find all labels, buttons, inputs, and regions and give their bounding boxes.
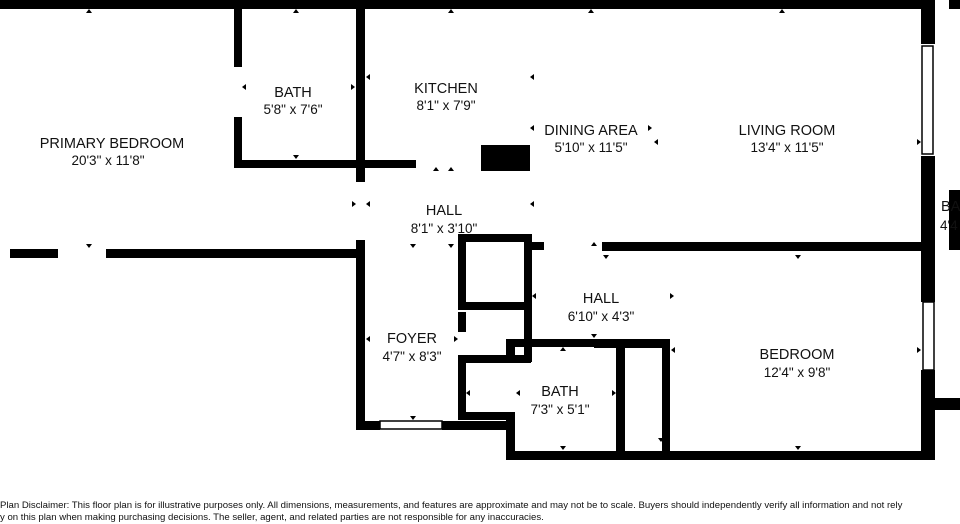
- room-dims-bath-lower: 7'3" x 5'1": [530, 402, 589, 417]
- wall-primary-bedroom-bottom-a: [10, 249, 58, 258]
- room-name-bath-lower: BATH: [541, 384, 579, 400]
- room-dims-hall-upper: 8'1" x 3'10": [411, 221, 478, 236]
- wall-primary-bedroom-bottom-b: [106, 249, 364, 258]
- wall-closet-left: [458, 234, 466, 302]
- room-dims-kitchen: 8'1" x 7'9": [416, 98, 475, 113]
- wall-bath-lower-left: [458, 355, 466, 420]
- wall-bath-top-left-lower: [234, 117, 242, 168]
- room-name-bath-top: BATH: [274, 85, 312, 101]
- wall-bath-lower-top-a: [506, 339, 601, 347]
- wall-bath-lower-top-b: [594, 339, 670, 348]
- room-dims-bath-top: 5'8" x 7'6": [263, 102, 322, 117]
- wall-bath-lower-jog: [506, 339, 515, 360]
- room-name-hall-lower: HALL: [583, 291, 619, 307]
- wall-bath-right-stub: [935, 398, 960, 410]
- window-right-upper: [921, 45, 934, 155]
- wall-bath-lower-connector: [466, 412, 515, 420]
- wall-right-bath-exterior: [949, 190, 960, 250]
- disclaimer-line-1: Plan Disclaimer: This floor plan is for …: [0, 500, 903, 511]
- wall-top: [0, 0, 935, 9]
- wall-foyer-bottom-a: [356, 421, 380, 430]
- room-dims-bath-right: 4'4: [940, 218, 958, 233]
- wall-hall-top-stub: [531, 242, 544, 250]
- window-bedroom: [922, 301, 935, 371]
- room-name-primary-bedroom: PRIMARY BEDROOM: [40, 136, 185, 152]
- room-name-dining-area: DINING AREA: [544, 123, 638, 139]
- room-dims-hall-lower: 6'10" x 4'3": [568, 309, 635, 324]
- room-name-kitchen: KITCHEN: [414, 81, 478, 97]
- room-dims-living-room: 13'4" x 11'5": [750, 140, 823, 155]
- room-dims-primary-bedroom: 20'3" x 11'8": [71, 153, 144, 168]
- room-name-bath-right: BA: [941, 199, 960, 215]
- wall-bath-lower-right: [616, 339, 625, 451]
- door-primary-bedroom: [356, 184, 365, 238]
- dimension-ticks: [86, 9, 921, 450]
- wall-closet-right: [524, 234, 532, 362]
- wall-bath-lower-left2: [506, 420, 515, 460]
- wall-foyer-left: [356, 240, 365, 430]
- wall-closet2-left: [458, 312, 466, 332]
- wall-foyer-bottom-b: [442, 421, 510, 430]
- wall-bath-top-right: [356, 9, 365, 160]
- room-dims-dining-area: 5'10" x 11'5": [554, 140, 627, 155]
- wall-closet3-right: [662, 339, 670, 451]
- wall-closet-top: [458, 234, 531, 242]
- door-hall-lower: [545, 242, 600, 249]
- wall-bottom-exterior: [506, 451, 935, 460]
- door-closet-2: [458, 332, 466, 355]
- room-name-foyer: FOYER: [387, 331, 437, 347]
- plan-disclaimer: Plan Disclaimer: This floor plan is for …: [0, 500, 960, 524]
- wall-right-corner: [949, 0, 960, 9]
- wall-right-upper: [921, 0, 935, 44]
- wall-hall-left-upper: [356, 168, 365, 182]
- wall-right-lower: [921, 250, 935, 302]
- wall-bath-lower-inner: [458, 355, 515, 363]
- wall-right-mid: [921, 156, 935, 250]
- door-entry: [379, 420, 443, 430]
- wall-right-bottom: [921, 370, 935, 460]
- wall-bath-top-bottom: [234, 160, 416, 168]
- window-bath-top: [234, 67, 242, 117]
- room-dims-foyer: 4'7" x 8'3": [382, 349, 441, 364]
- room-name-hall-upper: HALL: [426, 203, 462, 219]
- wall-bath-top-left: [234, 9, 242, 67]
- wall-kitchen-stub: [481, 145, 530, 171]
- room-dims-bedroom: 12'4" x 9'8": [764, 365, 831, 380]
- disclaimer-line-2: y on this plan when making purchasing de…: [0, 512, 544, 523]
- room-name-living-room: LIVING ROOM: [739, 123, 836, 139]
- wall-living-bottom: [602, 242, 935, 251]
- room-name-bedroom: BEDROOM: [760, 347, 835, 363]
- wall-closet-mid: [458, 302, 531, 310]
